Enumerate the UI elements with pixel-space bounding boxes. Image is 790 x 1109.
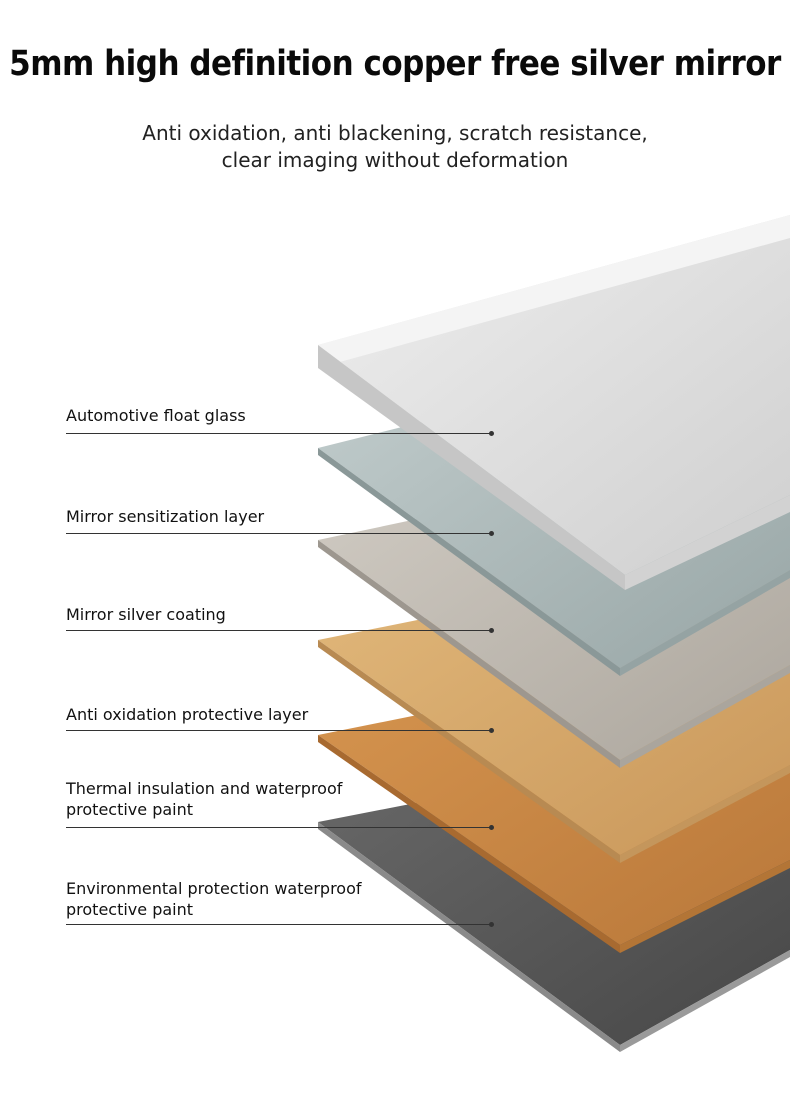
label-environmental-paint: Environmental protection waterproof prot… [66, 879, 362, 919]
leader-dot-thermal-paint [489, 825, 494, 830]
subtitle-line-1: Anti oxidation, anti blackening, scratch… [142, 121, 648, 145]
leader-dot-anti-oxidation [489, 728, 494, 733]
leader-dot-sensitization [489, 531, 494, 536]
leader-line-float-glass [66, 433, 492, 434]
page-title: 5mm high definition copper free silver m… [9, 43, 781, 85]
layer-float-glass [318, 215, 790, 590]
leader-dot-environmental-paint [489, 922, 494, 927]
label-float-glass: Automotive float glass [66, 406, 246, 425]
leader-line-anti-oxidation [66, 730, 492, 731]
leader-line-thermal-paint [66, 827, 492, 828]
leader-dot-float-glass [489, 431, 494, 436]
page-subtitle: Anti oxidation, anti blackening, scratch… [0, 120, 790, 174]
leader-line-environmental-paint [66, 924, 492, 925]
label-silver-coating: Mirror silver coating [66, 605, 226, 624]
label-anti-oxidation: Anti oxidation protective layer [66, 705, 309, 724]
leader-dot-silver-coating [489, 628, 494, 633]
label-thermal-paint: Thermal insulation and waterproof protec… [66, 779, 343, 819]
subtitle-line-2: clear imaging without deformation [221, 148, 569, 172]
label-sensitization: Mirror sensitization layer [66, 507, 265, 526]
leader-line-sensitization [66, 533, 492, 534]
leader-line-silver-coating [66, 630, 492, 631]
